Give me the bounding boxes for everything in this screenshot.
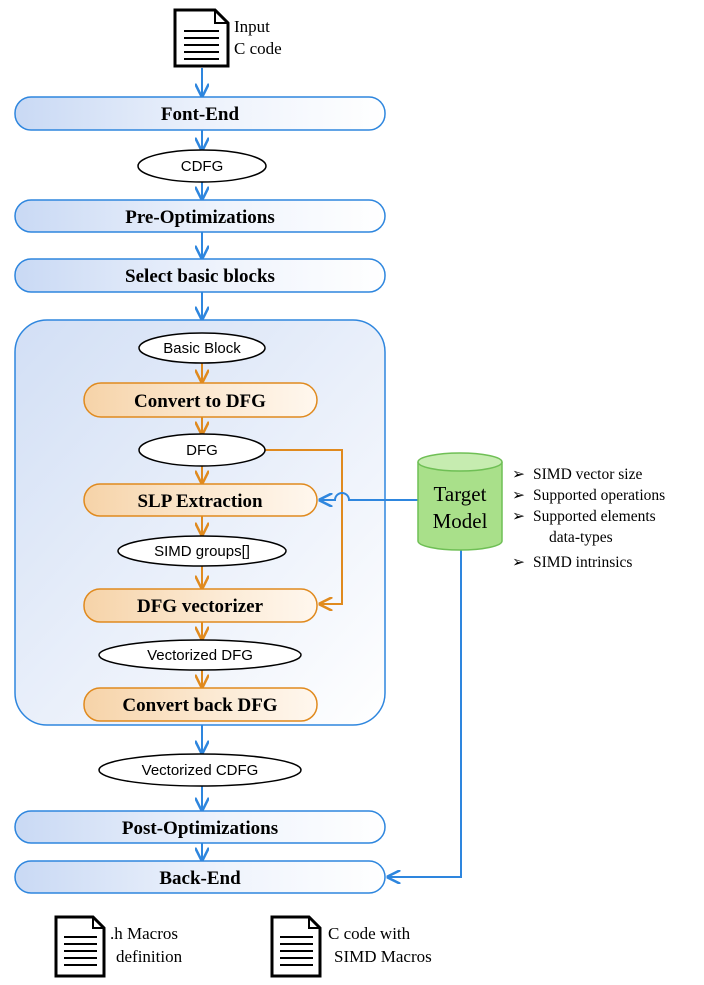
pre-optimizations-label: Pre-Optimizations — [125, 207, 275, 228]
dfg-vectorizer-stage: DFG vectorizer — [83, 588, 318, 623]
input-label-line2: C code — [234, 39, 282, 58]
input-document-icon — [173, 8, 230, 68]
feature-bullet: ➢ — [512, 487, 525, 504]
post-optimizations-stage: Post-Optimizations — [14, 810, 386, 844]
convert-back-dfg-stage: Convert back DFG — [83, 687, 318, 722]
simd-groups-node: SIMD groups[] — [117, 535, 287, 567]
output1-line1: .h Macros — [110, 924, 178, 943]
post-optimizations-label: Post-Optimizations — [122, 818, 278, 839]
c-code-simd-document-icon — [270, 915, 322, 978]
front-end-label: Font-End — [161, 104, 240, 125]
basic-block-label: Basic Block — [163, 340, 241, 357]
feature-item: SIMD vector size — [533, 466, 642, 483]
back-end-label: Back-End — [159, 868, 241, 889]
dfg-label: DFG — [186, 442, 218, 459]
convert-to-dfg-stage: Convert to DFG — [83, 382, 318, 418]
cdfg-label: CDFG — [181, 158, 224, 175]
feature-bullet: ➢ — [512, 508, 525, 525]
feature-bullet: ➢ — [512, 554, 525, 571]
feature-item: SIMD intrinsics — [533, 554, 632, 571]
pre-optimizations-stage: Pre-Optimizations — [14, 199, 386, 233]
feature-bullet: ➢ — [512, 466, 525, 483]
target-model-line1: Target — [434, 482, 487, 506]
vectorized-cdfg-node: Vectorized CDFG — [98, 753, 302, 787]
slp-extraction-label: SLP Extraction — [137, 491, 263, 512]
basic-block-node: Basic Block — [138, 332, 266, 364]
dfg-node: DFG — [138, 433, 266, 467]
macros-header-document-icon — [54, 915, 106, 978]
simd-groups-label: SIMD groups[] — [154, 543, 250, 560]
target-features-list: ➢ SIMD vector size ➢ Supported operation… — [512, 466, 665, 571]
feature-item: Supported elements — [533, 508, 656, 525]
output2-line1: C code with — [328, 924, 411, 943]
feature-item: data-types — [549, 529, 613, 546]
target-model-line2: Model — [433, 509, 488, 533]
output2-line2: SIMD Macros — [334, 947, 432, 966]
vectorized-dfg-node: Vectorized DFG — [98, 639, 302, 671]
slp-extraction-stage: SLP Extraction — [83, 483, 318, 517]
output1-line2: definition — [116, 947, 183, 966]
convert-back-dfg-label: Convert back DFG — [122, 695, 277, 716]
vectorized-cdfg-label: Vectorized CDFG — [142, 762, 259, 779]
input-label-line1: Input — [234, 17, 270, 36]
select-basic-blocks-label: Select basic blocks — [125, 266, 275, 287]
convert-to-dfg-label: Convert to DFG — [134, 391, 266, 412]
vectorized-dfg-label: Vectorized DFG — [147, 647, 253, 664]
dfg-vectorizer-label: DFG vectorizer — [137, 596, 264, 617]
cdfg-node: CDFG — [137, 149, 267, 183]
feature-item: Supported operations — [533, 487, 665, 504]
back-end-stage: Back-End — [14, 860, 386, 894]
select-basic-blocks-stage: Select basic blocks — [14, 258, 386, 293]
target-model-database-icon — [417, 452, 503, 551]
front-end-stage: Font-End — [14, 96, 386, 131]
